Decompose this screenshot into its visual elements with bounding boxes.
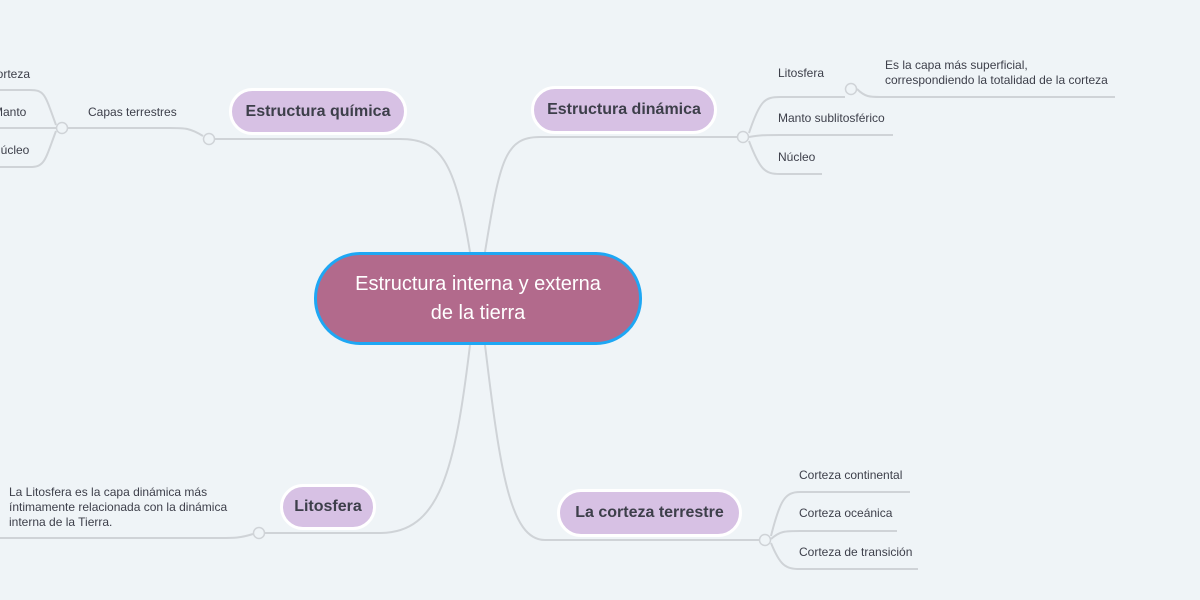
topic-estructura-dinamica[interactable]: Estructura dinámica (531, 86, 717, 134)
desc-line: La Litosfera es la capa dinámica más (9, 485, 208, 499)
central-line-2: de la tierra (430, 301, 526, 324)
connector-dots (55, 82, 858, 547)
desc-line: íntimamente relacionada con la dinámica (9, 500, 228, 514)
desc-line: interna de la Tierra. (9, 515, 113, 529)
subtopic-capas-terrestres[interactable]: Capas terrestres (88, 105, 177, 119)
subtopic-corteza-oceanica[interactable]: Corteza oceánica (799, 506, 893, 520)
topic-estructura-quimica[interactable]: Estructura química (229, 88, 407, 135)
central-topic[interactable]: Estructura interna y externa de la tierra (314, 252, 642, 345)
central-line-1: Estructura interna y externa (355, 272, 601, 295)
subtopic-corteza[interactable]: Corteza (0, 67, 31, 81)
subtopic-corteza-transicion[interactable]: Corteza de transición (799, 545, 913, 559)
subtopic-litosfera[interactable]: Litosfera (778, 66, 825, 80)
desc-line: correspondiendo la totalidad de la corte… (885, 73, 1108, 87)
topic-litosfera[interactable]: Litosfera (280, 484, 376, 530)
litosfera-description[interactable]: Es la capa más superficial,correspondien… (885, 58, 1108, 88)
subtopic-corteza-continental[interactable]: Corteza continental (799, 468, 903, 482)
subtopic-nucleo-dinamica[interactable]: Núcleo (778, 150, 816, 164)
desc-line: Es la capa más superficial, (885, 58, 1028, 72)
subtopic-manto[interactable]: Manto (0, 105, 27, 119)
topic-corteza-terrestre[interactable]: La corteza terrestre (557, 489, 742, 537)
subtopic-nucleo[interactable]: Núcleo (0, 143, 30, 157)
subtopic-manto-sublitosferico[interactable]: Manto sublitosférico (778, 111, 885, 125)
